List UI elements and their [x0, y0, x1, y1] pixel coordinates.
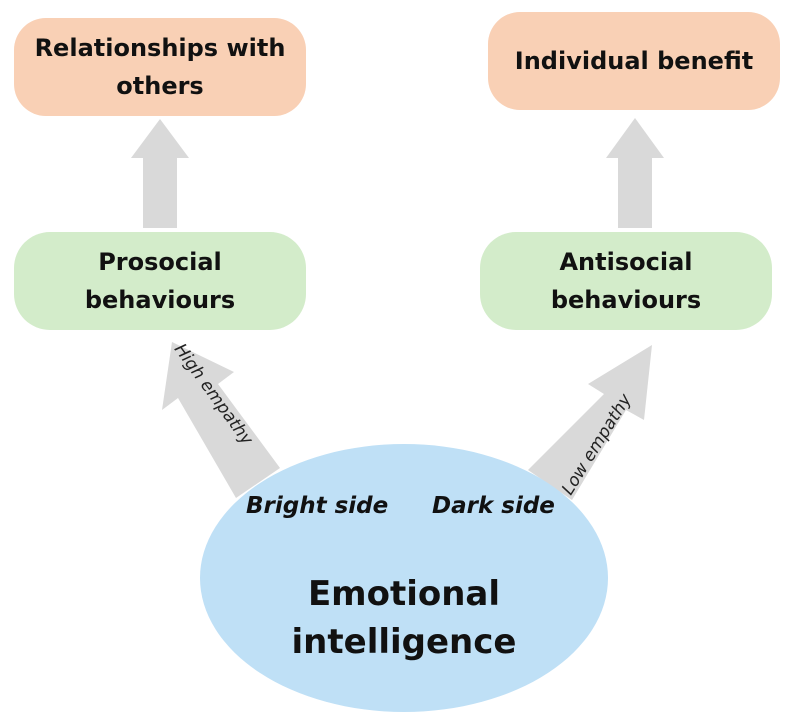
antisocial-box: Antisocial behaviours	[480, 232, 772, 330]
ei-title-line-2: intelligence	[291, 622, 517, 662]
arrow-low-empathy	[528, 345, 652, 500]
relationships-line-2: others	[116, 72, 204, 100]
prosocial-box: Prosocial behaviours	[14, 232, 306, 330]
bright-side-label: Bright side	[246, 493, 389, 519]
relationships-box: Relationships with others	[14, 18, 306, 116]
arrow-antisocial-to-individual	[606, 118, 664, 228]
antisocial-line-2: behaviours	[550, 286, 702, 314]
individual-benefit-box: Individual benefit	[488, 12, 780, 110]
antisocial-line-1: Antisocial	[559, 248, 693, 276]
prosocial-line-1: Prosocial	[98, 248, 222, 276]
ei-title-line-1: Emotional	[307, 574, 501, 614]
emotional-intelligence-ellipse	[200, 444, 608, 712]
emotional-intelligence-title: Emotional intelligence	[200, 570, 608, 666]
prosocial-line-2: behaviours	[84, 286, 236, 314]
individual-benefit-label: Individual benefit	[514, 47, 754, 75]
arrow-prosocial-to-relationships	[131, 119, 189, 228]
relationships-line-1: Relationships with	[34, 34, 286, 62]
arrow-high-empathy	[162, 342, 280, 498]
dark-side-label: Dark side	[432, 493, 555, 519]
